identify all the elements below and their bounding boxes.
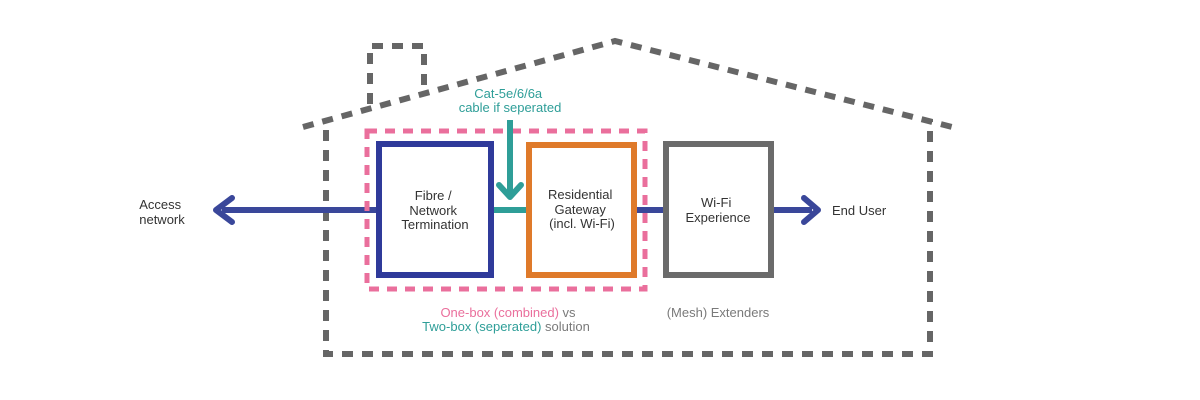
cable-down-arrowhead — [496, 182, 524, 200]
fibre-termination-box — [376, 141, 494, 278]
two-box-caption: Two-box (seperated) — [422, 319, 541, 334]
one-box-caption: One-box (combined) — [440, 305, 559, 320]
mesh-extenders-label: (Mesh) Extenders — [667, 305, 770, 320]
wifi-experience-label: Wi-Fi Experience — [685, 195, 750, 225]
solution-caption-line1: One-box (combined) vs — [440, 305, 576, 320]
cable-label: Cat-5e/6/6a cable if seperated — [459, 86, 562, 115]
house-walls — [323, 119, 933, 357]
house-chimney — [367, 43, 427, 104]
residential-gateway-box — [526, 142, 637, 278]
end-user-label: End User — [832, 203, 887, 218]
residential-gateway-label: Residential Gateway (incl. Wi-Fi) — [548, 187, 616, 231]
wifi-experience-box — [663, 141, 774, 278]
house-roof-left — [302, 37, 961, 132]
one-box-combined-outline — [364, 128, 648, 292]
vs-caption: vs — [559, 305, 576, 320]
solution-caption: solution — [541, 319, 589, 334]
house-outline — [302, 37, 961, 357]
solution-caption-line2: Two-box (seperated) solution — [422, 319, 590, 334]
end-user-arrowhead — [801, 195, 821, 225]
access-network-label: Access network — [139, 197, 185, 227]
fibre-termination-label: Fibre / Network Termination — [401, 188, 468, 232]
access-network-arrowhead — [213, 195, 235, 225]
